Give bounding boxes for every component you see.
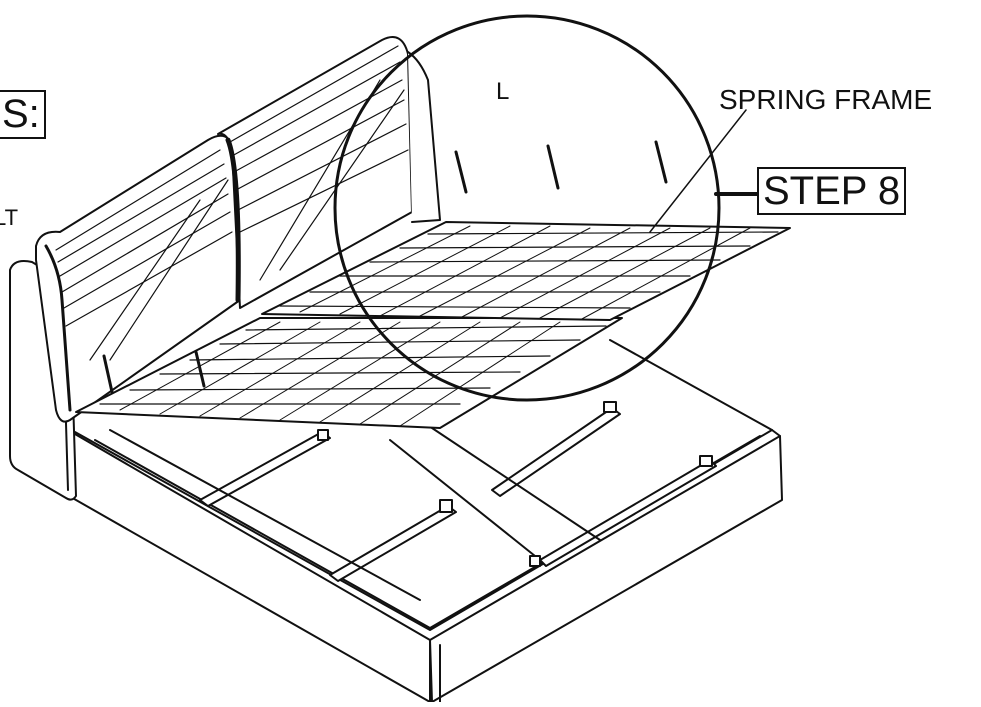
parts-list-heading: S: xyxy=(0,90,46,139)
spring-frame-leader xyxy=(649,109,747,233)
bed-base-frame xyxy=(61,339,783,703)
spring-frame-front xyxy=(75,317,623,429)
bolt-icon xyxy=(102,140,668,394)
part-letter-label: L xyxy=(496,78,510,105)
slat-clips xyxy=(119,321,561,427)
spring-frame-back xyxy=(261,221,791,321)
step-number-box: STEP 8 xyxy=(757,167,907,215)
bolt-label: LT xyxy=(0,205,19,230)
magnifier-callout-circle xyxy=(333,14,721,402)
slat-brackets xyxy=(317,401,713,567)
spring-frame-label: SPRING FRAME xyxy=(719,84,933,115)
base-cross-slats xyxy=(109,407,717,601)
